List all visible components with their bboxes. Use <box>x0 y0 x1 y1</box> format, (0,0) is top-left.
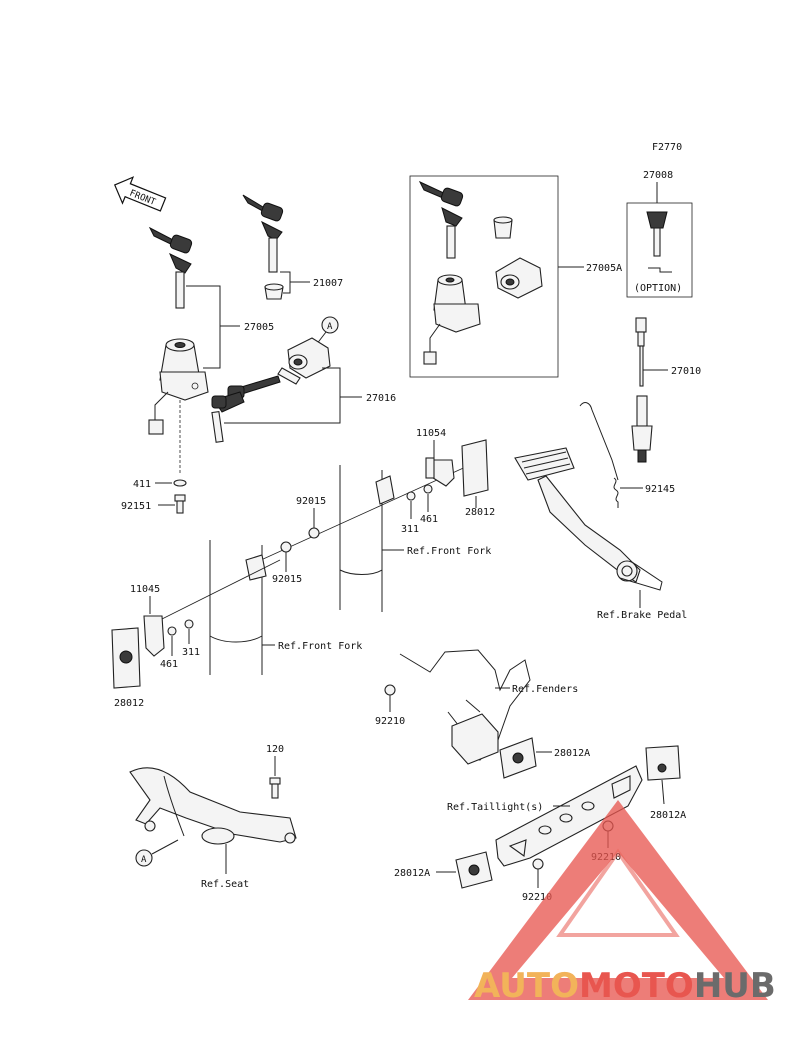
steering-lock-icon <box>277 337 331 385</box>
leader-line <box>280 271 310 283</box>
bolt-icon <box>269 777 281 799</box>
washer-icon <box>173 479 187 487</box>
axis-line <box>149 559 281 626</box>
spring-icon <box>579 402 619 508</box>
part-11054: 11054 <box>416 428 446 439</box>
front-arrow-icon: FRONT <box>113 176 167 212</box>
front-fork-icon <box>209 540 267 675</box>
part-461-lower: 461 <box>160 659 178 670</box>
screw-icon <box>174 494 186 514</box>
nut-icon <box>406 491 416 501</box>
washer-icon <box>423 484 433 494</box>
taillight-bracket-icon <box>495 765 643 867</box>
reflector-icon <box>499 737 537 779</box>
part-27010: 27010 <box>671 366 701 377</box>
kit-box <box>409 175 559 378</box>
watermark-auto: AUTO <box>474 966 579 1006</box>
part-92015-lower: 92015 <box>272 574 302 585</box>
nut-icon <box>532 858 544 870</box>
part-27008: 27008 <box>643 170 673 181</box>
ref-front-fork-upper: Ref.Front Fork <box>407 546 491 557</box>
key-icon <box>418 180 464 259</box>
leader-line <box>661 779 665 805</box>
part-27005: 27005 <box>244 322 274 333</box>
leader-line <box>186 285 221 369</box>
part-21007: 21007 <box>313 278 343 289</box>
key-icon <box>646 211 668 257</box>
part-11045: 11045 <box>130 584 160 595</box>
part-92210-fender: 92210 <box>375 716 405 727</box>
ignition-switch-icon <box>148 338 209 435</box>
part-28012A-lower: 28012A <box>394 868 430 879</box>
part-92210-lower: 92210 <box>522 892 552 903</box>
part-28012-lower: 28012 <box>114 698 144 709</box>
part-311-upper: 311 <box>401 524 419 535</box>
circle-a-label: A <box>327 322 333 332</box>
bracket-icon <box>425 457 455 487</box>
steering-lock-icon <box>495 257 543 299</box>
part-311-lower: 311 <box>182 647 200 658</box>
ref-seat: Ref.Seat <box>201 879 249 890</box>
part-28012-upper: 28012 <box>465 507 495 518</box>
reference-circle-a <box>321 316 339 334</box>
watermark-hub: HUB <box>694 966 776 1006</box>
washer-icon <box>167 626 177 636</box>
watermark-logo <box>468 800 768 1000</box>
key-cap-icon <box>264 283 284 300</box>
key-blank-icon <box>648 267 672 273</box>
option-label: (OPTION) <box>634 283 682 294</box>
key-icon <box>242 194 284 273</box>
bracket-icon <box>143 615 165 657</box>
rear-fender-icon <box>399 649 531 765</box>
leader-line <box>283 282 291 294</box>
brake-switch-icon <box>631 395 653 463</box>
part-92015-upper: 92015 <box>296 496 326 507</box>
ref-taillight: Ref.Taillight(s) <box>447 802 543 813</box>
key-icon <box>211 391 245 443</box>
leader-line <box>151 839 179 855</box>
front-fork-icon <box>339 465 395 612</box>
nut-icon <box>308 527 320 539</box>
part-27016: 27016 <box>366 393 396 404</box>
ignition-switch-icon <box>423 274 481 365</box>
reflector-icon <box>645 745 681 781</box>
reflector-icon <box>111 627 141 689</box>
part-28012A-taillight: 28012A <box>650 810 686 821</box>
ref-front-fork-lower: Ref.Front Fork <box>278 641 362 652</box>
part-411: 411 <box>133 479 151 490</box>
nut-icon <box>184 619 194 629</box>
ref-fenders: Ref.Fenders <box>512 684 578 695</box>
ref-brake-pedal: Ref.Brake Pedal <box>597 610 687 621</box>
part-120: 120 <box>266 744 284 755</box>
part-27005A: 27005A <box>586 263 622 274</box>
reference-circle-a <box>135 849 153 867</box>
part-92151: 92151 <box>121 501 151 512</box>
switch-connector-icon <box>635 317 647 387</box>
part-92145: 92145 <box>645 484 675 495</box>
watermark-moto: MOTO <box>579 966 694 1006</box>
key-icon <box>148 226 193 309</box>
diagram-code: F2770 <box>652 142 682 153</box>
seat-frame-icon <box>129 767 297 845</box>
circle-a-label: A <box>141 855 147 865</box>
brake-pedal-icon <box>514 447 663 591</box>
option-box <box>626 202 693 298</box>
part-28012A-fender: 28012A <box>554 748 590 759</box>
reflector-icon <box>455 851 493 889</box>
nut-icon <box>384 684 396 696</box>
leader-line <box>224 367 341 424</box>
watermark-text: AUTOMOTOHUB <box>474 966 776 1006</box>
key-cap-icon <box>493 216 513 239</box>
nut-icon <box>280 541 292 553</box>
part-461-upper: 461 <box>420 514 438 525</box>
reflector-icon <box>461 439 489 497</box>
